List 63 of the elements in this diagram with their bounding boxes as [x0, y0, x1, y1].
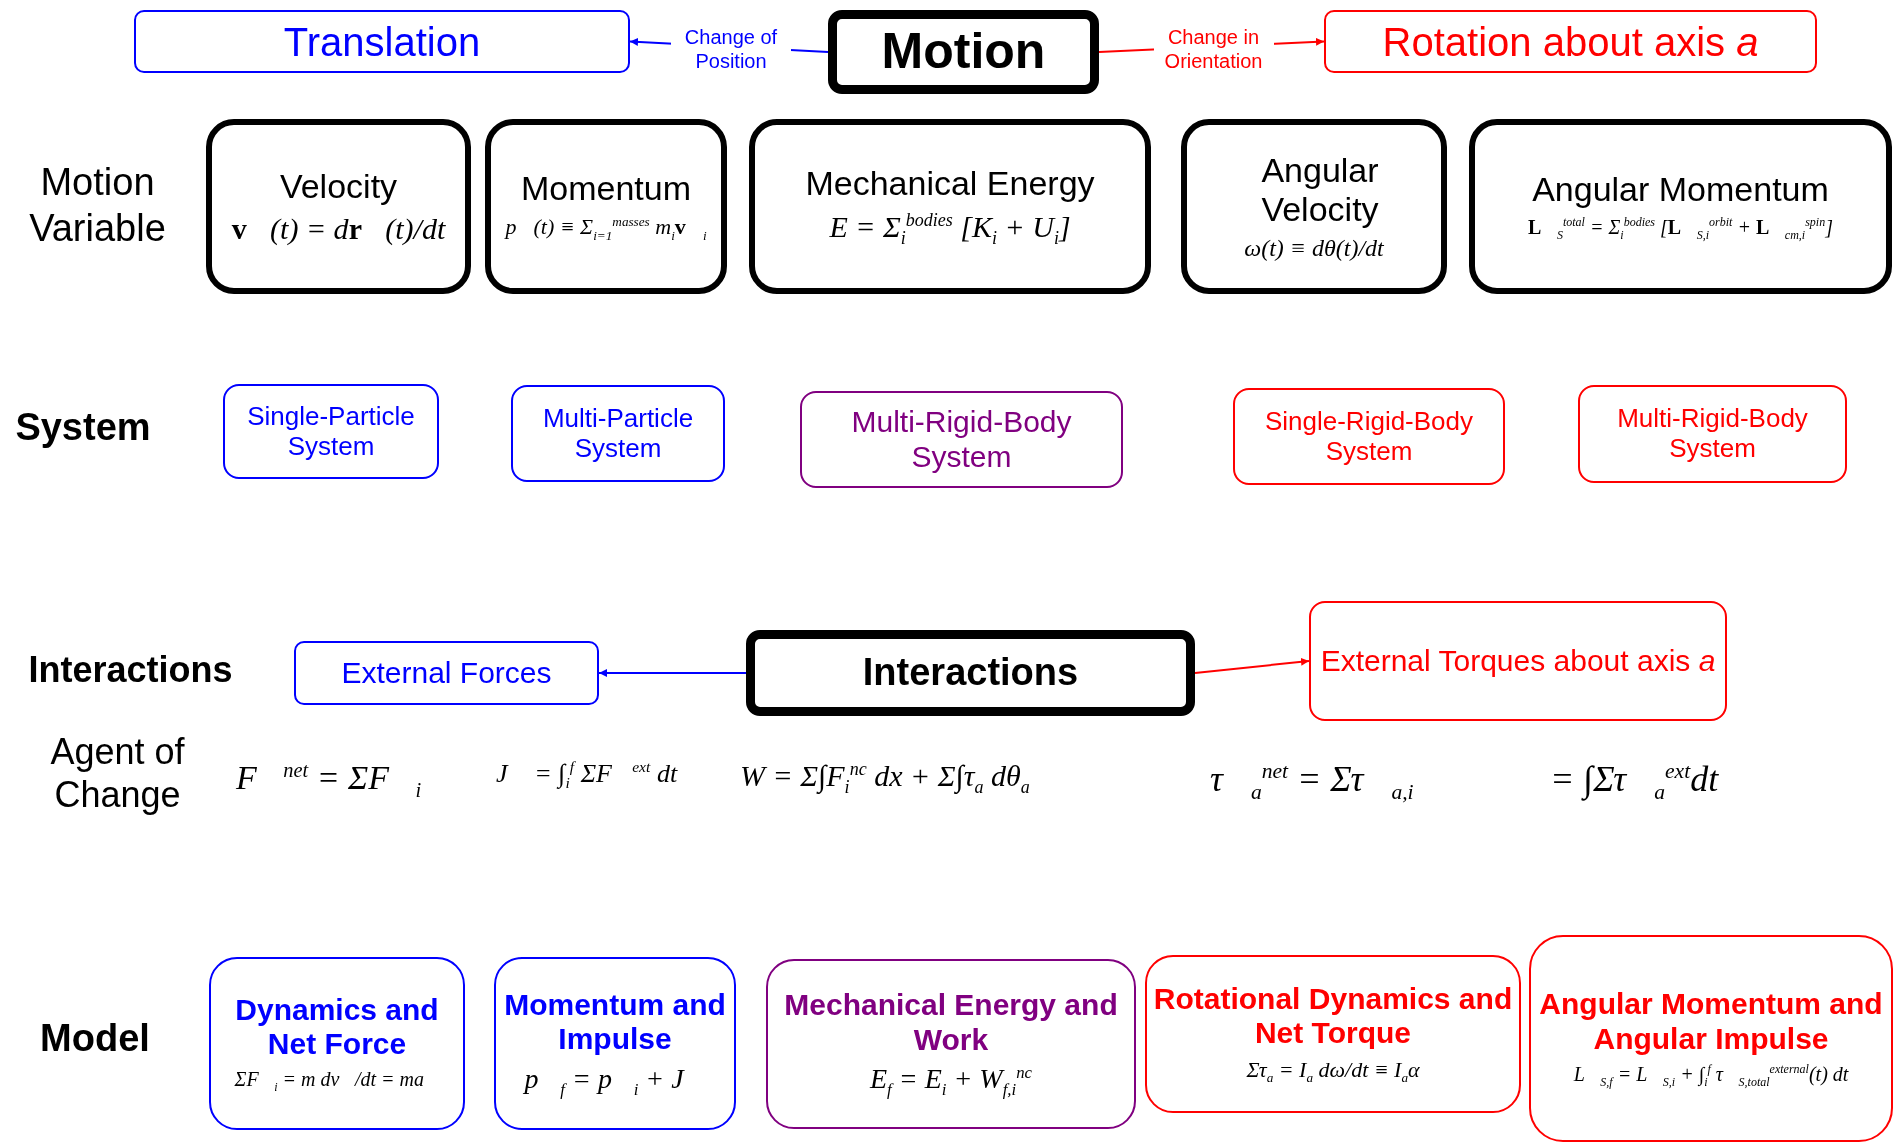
- box-title: Momentum: [520, 169, 692, 209]
- process-box: [1469, 119, 1892, 294]
- process-box: [1529, 935, 1893, 1142]
- process-box: [511, 385, 725, 482]
- process-box: [134, 10, 630, 73]
- formula: E = Σ$_{i}$$^{bodies}$ [K$_{i}$ + U$_{i}$]: [829, 209, 1071, 249]
- box-title: Angular Momentum and Angular Impulse: [1538, 987, 1884, 1057]
- box-title: Rotation about axis a: [1382, 18, 1759, 65]
- formula: ω(t) ≡ dθ(t)/dt: [1244, 235, 1384, 263]
- box-title: Angular Velocity: [1260, 150, 1380, 230]
- box-title: External Torques about axis a: [1320, 643, 1716, 679]
- formula: W = Σ∫F$_{i}$$^{nc}$ dx + Σ∫τ$_{a}$ dθ$_{a}$: [740, 758, 1030, 799]
- formula: L⃗$_{S}$$^{total}$ = Σ$_{i}$$^{bodies}$ [L⃗$_{S,i}$$^{orbit}$ + L⃗$_{cm,i}$$^{spin}$]: [1528, 215, 1833, 243]
- formula: v⃗(t) = dr⃗(t)/dt: [231, 212, 446, 247]
- process-box: [485, 119, 727, 294]
- formula: J⃗ = ∫$_{i}$$^{f}$ ΣF⃗$^{ext}$ dt: [496, 758, 678, 793]
- formula: L⃗$_{S,f}$ = L⃗$_{S,i}$ + ∫$_{i}$$^{f}$ τ⃗$_{S,total}$$^{external}$(t) dt: [1573, 1062, 1849, 1090]
- row-label: Interactions: [27, 648, 234, 692]
- process-box: [746, 630, 1195, 716]
- process-box: [1181, 119, 1447, 294]
- row-label: Agent of Change: [49, 730, 186, 817]
- process-box: [749, 119, 1151, 294]
- formula: = ∫Στ⃗$_{a}$$^{ext}$dt: [1550, 758, 1719, 807]
- process-box: [766, 959, 1136, 1129]
- process-box: [1324, 10, 1817, 73]
- process-box: [1578, 385, 1847, 483]
- process-box: [494, 957, 736, 1130]
- box-title: Translation: [283, 18, 481, 65]
- box-title: Multi-Particle System: [541, 403, 695, 464]
- process-box: [206, 119, 471, 294]
- process-box: [800, 391, 1123, 488]
- box-title: Momentum and Impulse: [503, 987, 727, 1057]
- formula: Στ$_{a}$ = I$_{a}$ dω/dt ≡ I$_{a}$α: [1246, 1056, 1420, 1087]
- process-box: [1233, 388, 1505, 485]
- formula: ΣF⃗$_{i}$ = m dv⃗/dt = ma⃗: [234, 1067, 440, 1095]
- process-box: [828, 10, 1099, 94]
- box-title: Single-Rigid-Body System: [1263, 406, 1475, 467]
- arrow: [598, 669, 747, 677]
- formula: p⃗(t) ≡ Σ$_{i=1}$$^{masses}$ m$_{i}$v⃗$_{i}$: [505, 214, 707, 244]
- box-title: Rotational Dynamics and Net Torque: [1152, 981, 1514, 1051]
- box-title: Angular Momentum: [1532, 170, 1829, 210]
- process-box: [209, 957, 465, 1130]
- row-label: System: [14, 405, 152, 450]
- box-title: Interactions: [862, 651, 1079, 695]
- box-title: Single-Particle System: [246, 401, 416, 462]
- box-title: Motion: [881, 23, 1046, 81]
- process-box: [294, 641, 599, 705]
- formula: p⃗$_{f}$ = p⃗$_{i}$ + J⃗: [524, 1062, 706, 1100]
- formula: τ⃗$_{a}$$^{net}$ = Στ⃗$_{a,i}$: [1210, 758, 1414, 807]
- box-title: Mechanical Energy: [805, 164, 1095, 204]
- process-box: [1145, 955, 1521, 1113]
- row-label: Motion Variable: [28, 160, 167, 251]
- box-title: Velocity: [279, 166, 398, 207]
- box-title: External Forces: [341, 655, 552, 691]
- box-title: Multi-Rigid-Body System: [850, 405, 1073, 474]
- arrow: [1194, 657, 1310, 674]
- box-title: Multi-Rigid-Body System: [1616, 404, 1809, 464]
- process-box: [223, 384, 439, 479]
- process-box: [1309, 601, 1727, 721]
- box-title: Mechanical Energy and Work: [783, 988, 1119, 1058]
- formula: F⃗$^{net}$ = ΣF⃗$_{i}$: [236, 758, 422, 803]
- box-title: Dynamics and Net Force: [234, 992, 440, 1062]
- row-label: Model: [39, 1016, 151, 1061]
